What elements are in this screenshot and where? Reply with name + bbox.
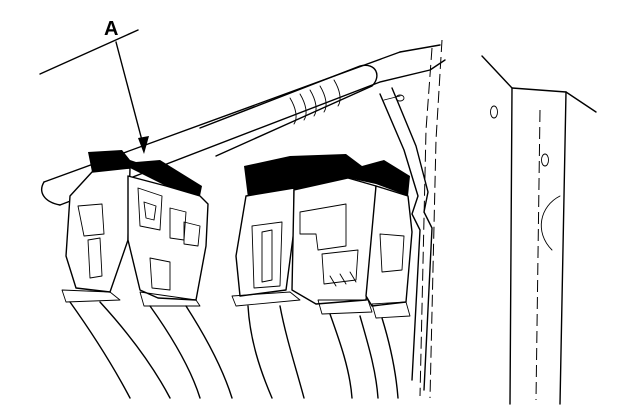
mounting-bracket [379,87,433,391]
side-panel [419,39,597,405]
connector-b [231,154,413,319]
wire-harness-tube [199,64,378,157]
callout-a-leader [115,41,149,154]
callout-label-a: A [104,18,119,40]
wires [69,301,399,399]
connector-a [61,150,209,307]
